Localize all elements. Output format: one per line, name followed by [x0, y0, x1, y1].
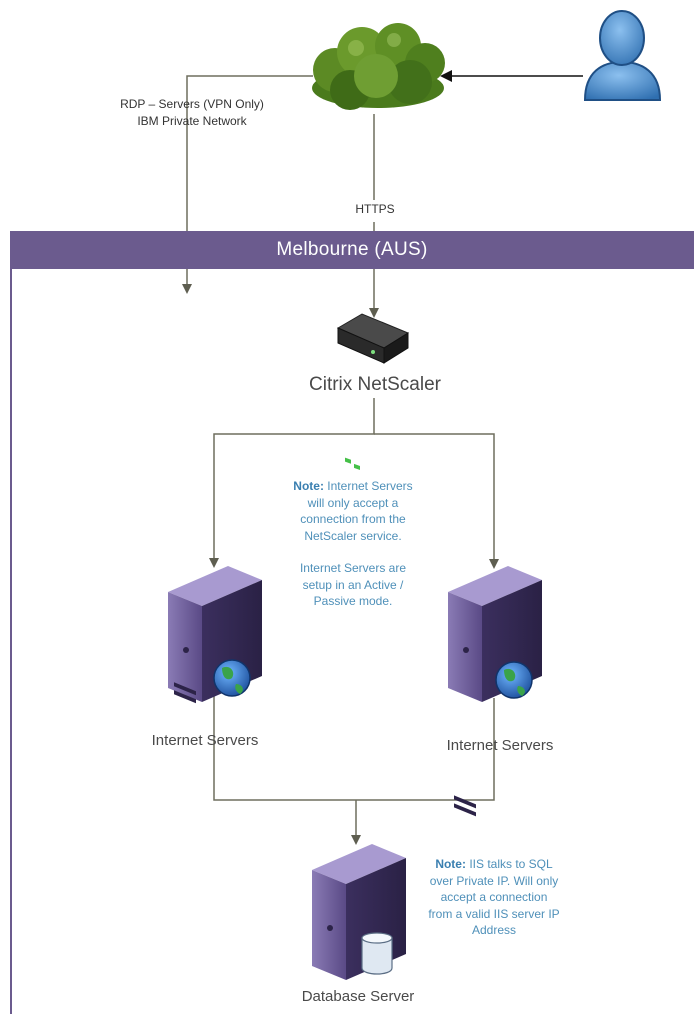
note-line: accept a connection: [440, 890, 548, 904]
region-banner: Melbourne (AUS): [10, 231, 694, 269]
note-line: NetScaler service.: [304, 528, 402, 543]
database-server-label: Database Server: [301, 988, 415, 1005]
note-line: connection from the: [300, 512, 406, 526]
note-line: Note: IIS talks to SQL: [407, 856, 581, 873]
internet-servers-right-label: Internet Servers: [446, 737, 554, 754]
connector-lines: [182, 70, 583, 845]
note-text: IIS talks to SQL: [465, 857, 553, 871]
https-label: HTTPS: [355, 202, 395, 216]
note-line: Internet Servers are: [299, 561, 407, 575]
netscaler-branch: [209, 398, 375, 568]
internet-cloud-icon: [312, 23, 445, 110]
database-server-icon: [312, 844, 406, 980]
user-icon: [583, 10, 662, 101]
internet-servers-note: Note: Internet Servers will only accept …: [268, 478, 438, 610]
note-prefix: Note:: [435, 857, 466, 871]
note-line: Address: [471, 923, 517, 937]
note-text: Internet Servers: [323, 479, 413, 493]
internet-server-left-icon: [168, 566, 262, 704]
server-to-db-connector: [213, 693, 495, 801]
netscaler-device-icon: [336, 313, 410, 471]
netscaler-label: Citrix NetScaler: [309, 374, 441, 395]
database-note: Note: IIS talks to SQL over Private IP. …: [407, 856, 581, 939]
rdp-label-line2: IBM Private Network: [137, 114, 247, 128]
rdp-connector: [182, 75, 313, 294]
internet-servers-left-label: Internet Servers: [151, 732, 259, 749]
rdp-label: RDP – Servers (VPN Only) IBM Private Net…: [104, 96, 280, 130]
note-line: setup in an Active /: [302, 577, 404, 592]
note-line: Note: Internet Servers: [268, 478, 438, 495]
database-cylinder-icon: [361, 932, 393, 975]
internet-server-right-icon: [448, 566, 542, 817]
netscaler-branch-right: [374, 433, 499, 569]
rdp-label-line1: RDP – Servers (VPN Only): [120, 97, 264, 111]
note-line: from a valid IIS server IP: [428, 906, 560, 921]
note-line: over Private IP. Will only: [429, 873, 559, 888]
note-line: will only accept a: [307, 495, 399, 510]
note-line: Passive mode.: [313, 594, 393, 608]
region-border: [10, 231, 12, 1014]
note-prefix: Note:: [293, 479, 324, 493]
